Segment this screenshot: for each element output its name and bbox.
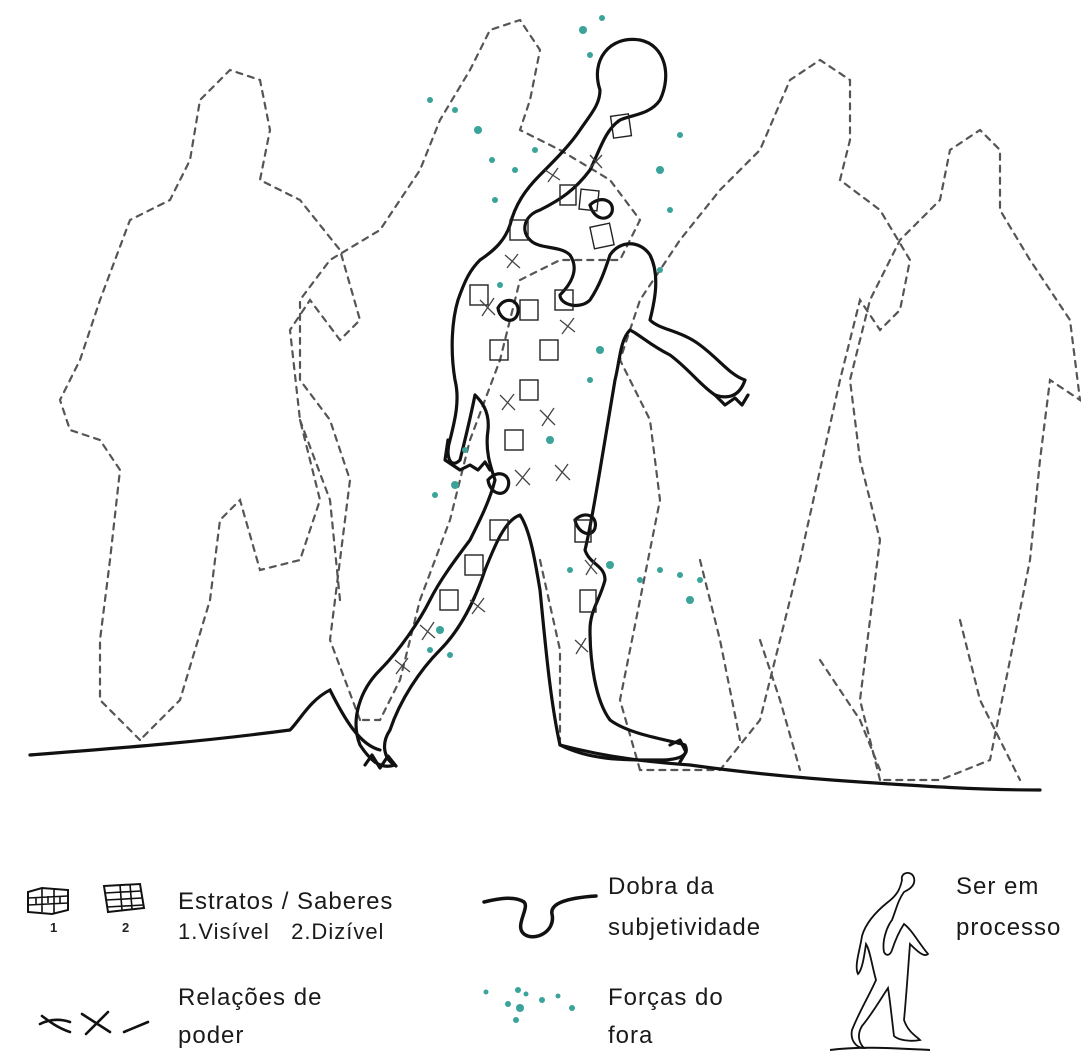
ghost-figure-left-center [300, 20, 640, 720]
main-walking-figure [356, 39, 748, 768]
ghost-interior-lines [300, 420, 1020, 780]
fold-loop [575, 515, 595, 534]
fold-icon [480, 886, 600, 946]
fold-loop [498, 300, 518, 320]
legend-fold-line1: Dobra da [608, 872, 715, 902]
strata-number-2: 2 [122, 920, 129, 935]
fold-loop [590, 200, 612, 219]
legend-forces-line2: fora [608, 1021, 653, 1051]
strata-bricks [440, 114, 631, 612]
outside-forces-dots [427, 15, 703, 658]
legend-fold-line2: subjetividade [608, 913, 761, 943]
power-crosses [395, 155, 602, 674]
power-relations-icon [36, 1004, 166, 1040]
ghost-silhouettes [60, 20, 1080, 780]
strata-brick-icon-2 [100, 880, 146, 916]
fold-loop [488, 474, 509, 494]
ghost-figure-far-right [850, 130, 1080, 780]
legend-forces-line1: Forças do [608, 983, 724, 1013]
being-in-process-icon [820, 870, 940, 1056]
figure-outline [356, 39, 745, 766]
strata-brick-icon-1 [24, 884, 72, 918]
figure-left-hand [445, 440, 490, 470]
outside-forces-icon [478, 980, 598, 1040]
legend-power-line1: Relações de [178, 983, 322, 1013]
main-illustration [0, 0, 1081, 820]
legend-being-line2: processo [956, 913, 1061, 943]
ghost-figure-right-center [620, 60, 910, 770]
legend-strata-title: Estratos / Saberes [178, 887, 393, 917]
legend-power-line2: poder [178, 1021, 244, 1051]
legend-strata-subtitle: 1.Visível 2.Dizível [178, 917, 384, 947]
legend-being-line1: Ser em [956, 872, 1039, 902]
strata-number-1: 1 [50, 920, 57, 935]
ground-line [30, 690, 1040, 790]
ghost-figure-far-left [60, 70, 360, 740]
